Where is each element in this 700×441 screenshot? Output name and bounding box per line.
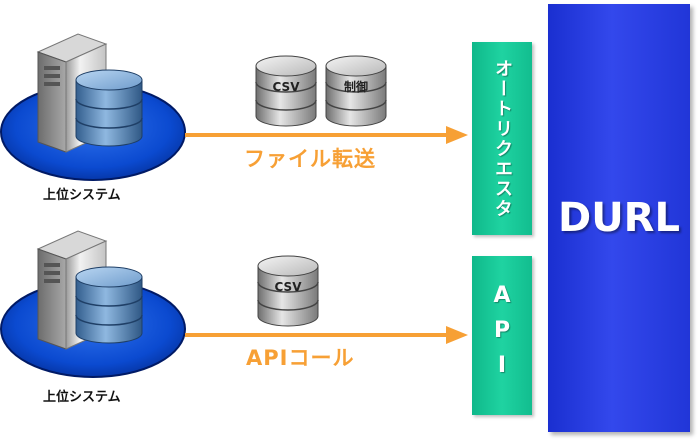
- file-cylinder-csv-1: CSV: [255, 55, 317, 127]
- file-transfer-label: ファイル転送: [244, 147, 376, 171]
- file-label-csv-1: CSV: [273, 80, 301, 94]
- target-durl-label: DURL: [558, 195, 680, 241]
- arrow-file-transfer: [185, 126, 468, 144]
- receiver-auto-requester-label: オートリクエスタ: [492, 58, 513, 219]
- file-cylinder-control: 制御: [325, 55, 387, 127]
- arrow-api-call: [185, 326, 468, 344]
- upper-system-1-graphic: [0, 33, 186, 181]
- api-call-label: APIコール: [246, 346, 355, 370]
- receiver-auto-requester: オートリクエスタ: [472, 42, 532, 235]
- receiver-api-label: API: [489, 283, 515, 388]
- upper-system-2-graphic: [0, 230, 186, 378]
- upper-system-2-label: 上位システム: [43, 390, 121, 405]
- upper-system-1-label: 上位システム: [43, 188, 121, 203]
- file-label-csv-2: CSV: [275, 280, 303, 294]
- file-label-control: 制御: [344, 79, 368, 94]
- target-durl: DURL: [548, 4, 690, 432]
- file-cylinder-csv-2: CSV: [257, 255, 319, 327]
- receiver-api: API: [472, 256, 532, 415]
